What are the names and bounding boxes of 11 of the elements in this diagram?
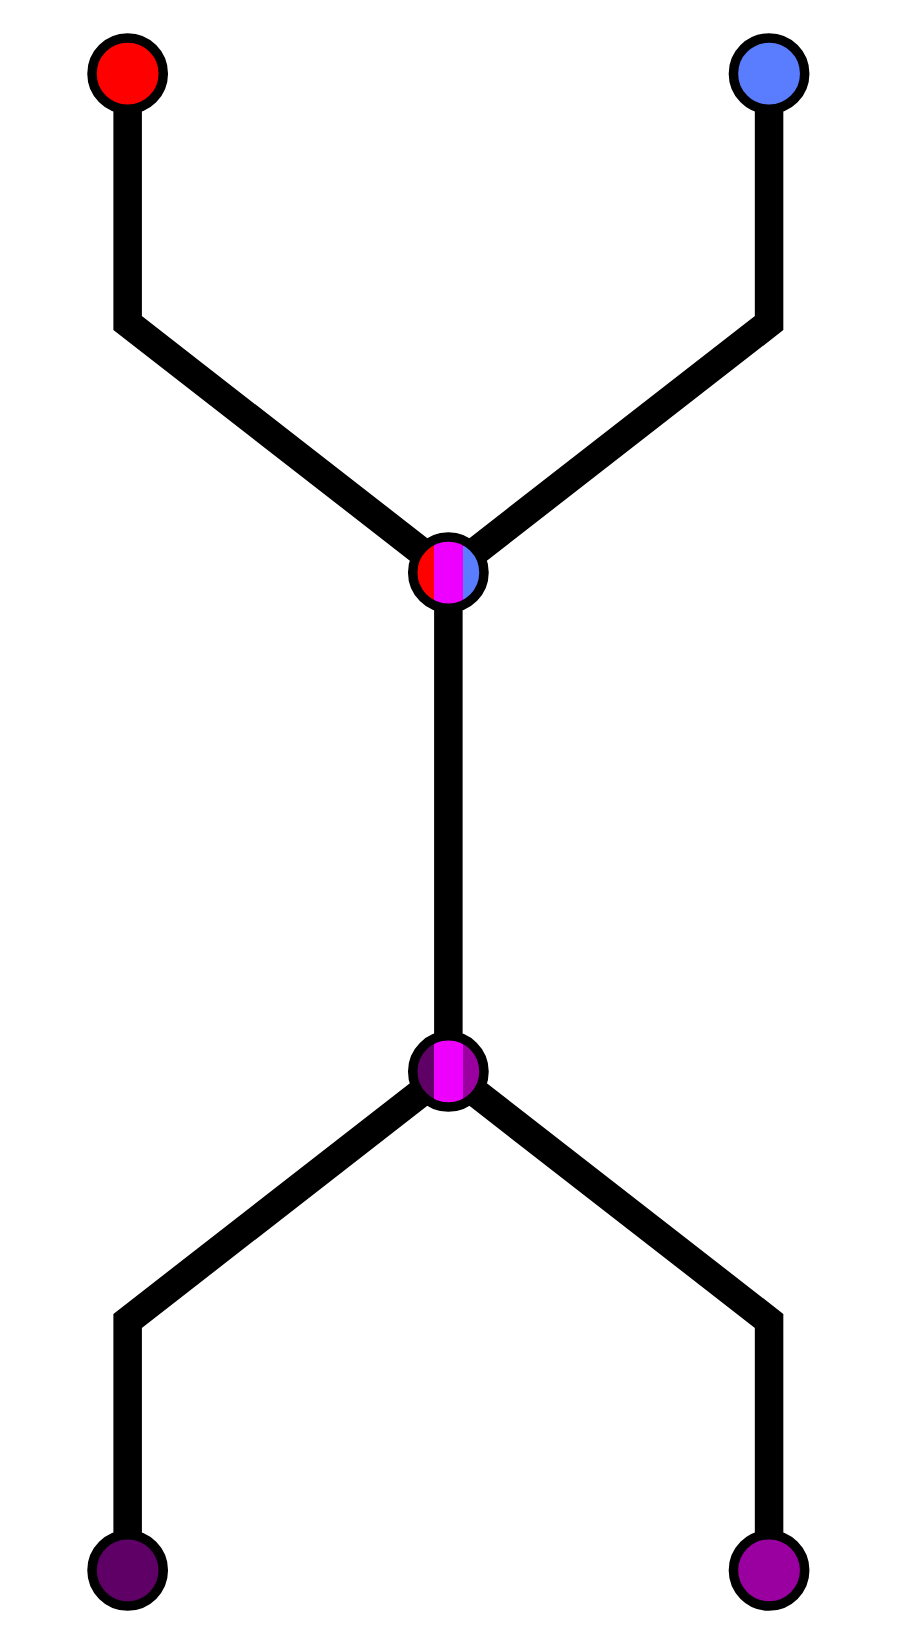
circle-node [87,1529,169,1611]
circle-node [87,33,169,115]
circle-node [408,532,490,613]
circle-node [729,33,811,115]
circle-node [729,1529,811,1611]
connector-line [468,109,784,562]
connector-line [434,608,464,1036]
connector-line [114,1082,430,1535]
circle-node [408,1031,490,1112]
connector-line [468,1082,784,1535]
connector-line [114,109,430,562]
